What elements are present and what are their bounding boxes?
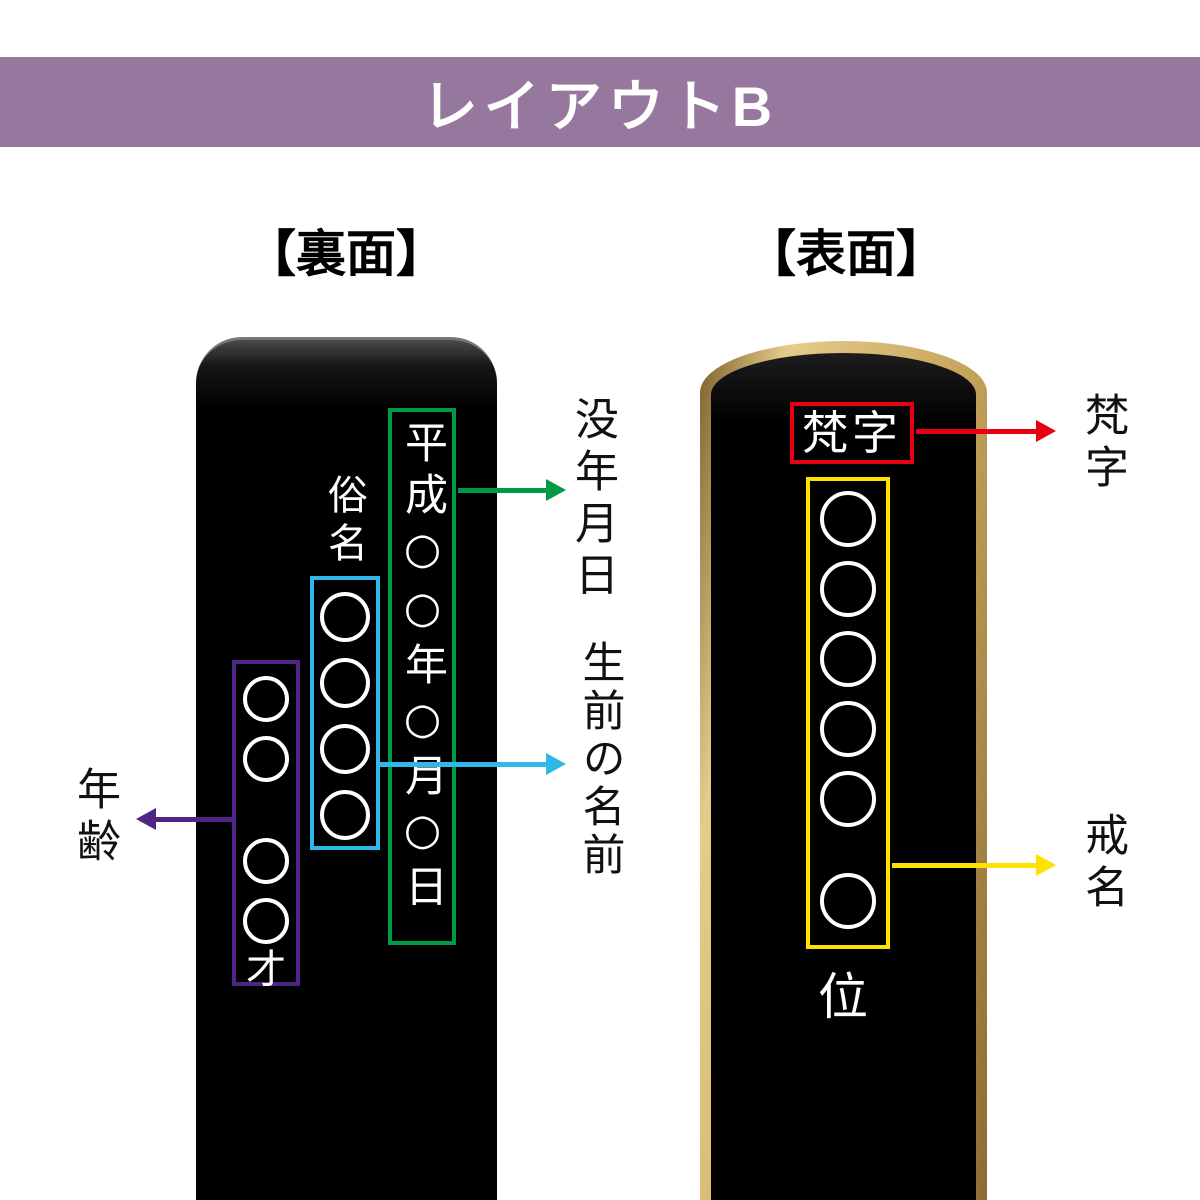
kaimyo-placeholder-circle	[820, 873, 876, 929]
kaimyo-arrow-head	[1036, 854, 1056, 876]
kaimyo-placeholder-circle	[820, 561, 876, 617]
age-label: 年齢	[70, 766, 119, 870]
name-placeholder-circle	[320, 724, 370, 774]
age-box: 才	[232, 660, 300, 990]
name-placeholder-circle	[320, 592, 370, 642]
rank-character: 位	[818, 968, 868, 1026]
bonji-arrow-line	[916, 429, 1038, 434]
bonji-text: 梵字	[802, 406, 902, 460]
age-placeholder-circle	[243, 676, 289, 722]
age-placeholder-circle	[243, 838, 289, 884]
living-name-arrow-head	[546, 753, 566, 775]
header-banner: レイアウトB	[0, 57, 1200, 147]
death-date-text: 平成○○年○月○日	[397, 420, 448, 916]
living-name-arrow-line	[378, 762, 548, 767]
death-date-arrow-head	[546, 479, 566, 501]
death-date-label: 没年月日	[568, 396, 617, 604]
death-date-box: 平成○○年○月○日	[388, 408, 456, 945]
bonji-label: 梵字	[1078, 392, 1127, 496]
age-arrow-head	[136, 808, 156, 830]
kaimyo-box	[806, 477, 890, 949]
name-placeholder-circle	[320, 658, 370, 708]
age-arrow-line	[156, 817, 232, 822]
age-suffix: 才	[246, 947, 286, 993]
page-title: レイアウトB	[421, 74, 779, 138]
age-placeholder-circle	[243, 898, 289, 944]
secular-name-heading: 俗名	[321, 474, 367, 570]
kaimyo-arrow-line	[892, 863, 1038, 868]
secular-name-box	[310, 576, 380, 850]
bonji-box: 梵字	[790, 402, 914, 464]
age-placeholder-circle	[243, 736, 289, 782]
death-date-arrow-line	[458, 488, 546, 493]
living-name-label: 生前の名前	[576, 640, 624, 880]
tablet-front-face	[700, 341, 987, 1200]
bonji-arrow-head	[1036, 420, 1056, 442]
kaimyo-placeholder-circle	[820, 701, 876, 757]
kaimyo-placeholder-circle	[820, 631, 876, 687]
kaimyo-placeholder-circle	[820, 771, 876, 827]
back-section-title: 【裏面】	[246, 226, 446, 282]
kaimyo-placeholder-circle	[820, 491, 876, 547]
name-placeholder-circle	[320, 790, 370, 840]
kaimyo-label: 戒名	[1078, 812, 1127, 916]
front-section-title: 【表面】	[746, 226, 946, 282]
